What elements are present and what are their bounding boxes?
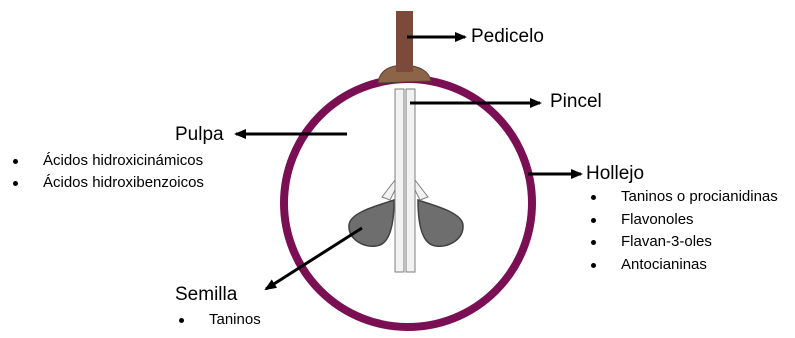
pedicel-stem: [396, 11, 413, 72]
list-item: Flavonoles: [590, 209, 778, 232]
hollejo-compound-list: Taninos o procianidinas Flavonoles Flava…: [590, 186, 778, 276]
list-item: Taninos: [178, 309, 261, 331]
label-hollejo: Hollejo: [586, 163, 644, 185]
semilla-compound-list: Taninos: [178, 309, 261, 331]
list-item: Ácidos hidroxicinámicos: [12, 150, 204, 172]
list-item: Flavan-3-oles: [590, 231, 778, 254]
list-item: Antocianinas: [590, 254, 778, 277]
label-semilla: Semilla: [175, 284, 237, 306]
list-item: Ácidos hidroxibenzoicos: [12, 172, 204, 194]
label-pedicelo: Pedicelo: [471, 26, 544, 48]
pulpa-compound-list: Ácidos hidroxicinámicos Ácidos hidroxibe…: [12, 150, 204, 194]
label-pincel: Pincel: [550, 91, 602, 113]
label-pulpa: Pulpa: [175, 124, 224, 146]
list-item: Taninos o procianidinas: [590, 186, 778, 209]
